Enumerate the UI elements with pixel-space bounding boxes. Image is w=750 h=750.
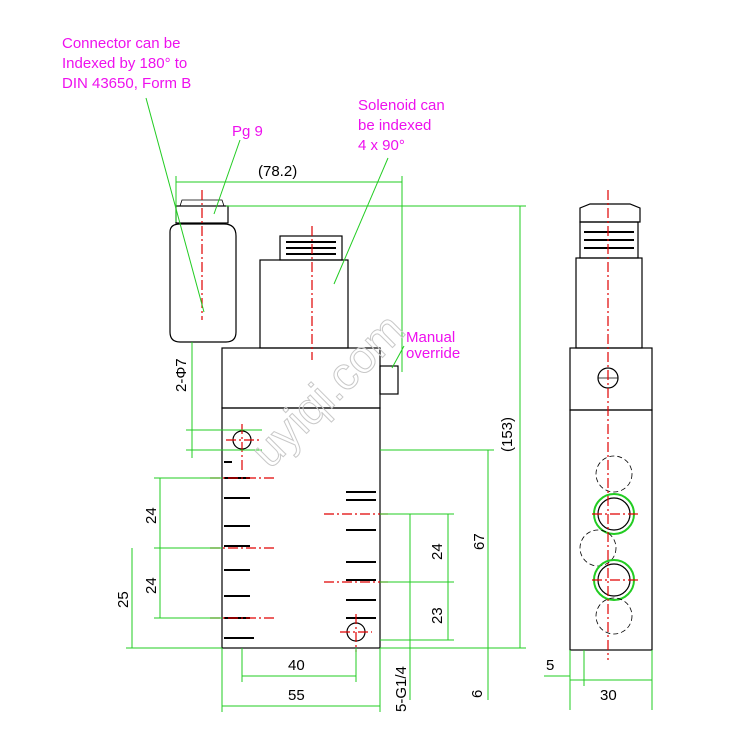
dimension-lines [126, 176, 653, 712]
side-ports [579, 455, 635, 635]
note-manual-2: override [406, 345, 460, 362]
front-view [169, 190, 399, 652]
manual-override-button [379, 365, 399, 395]
dim-side-offset: 5 [546, 657, 554, 674]
watermark: uyiqi.com [240, 303, 414, 477]
dim-height-67: 67 [471, 533, 488, 550]
dim-pitch-upper: 24 [143, 507, 160, 524]
dim-overall-width: (78.2) [258, 163, 297, 180]
valve-main-body [221, 407, 381, 649]
dim-hole-spacing: 40 [288, 657, 305, 674]
annotation-notes: Connector can be Indexed by 180° to DIN … [62, 35, 460, 362]
note-connector-2: Indexed by 180° to [62, 55, 187, 72]
side-view [569, 190, 653, 660]
dim-pitch-lower: 24 [143, 577, 160, 594]
leader-lines [145, 97, 405, 369]
note-solenoid-2: be indexed [358, 117, 431, 134]
dimension-labels: (78.2) (153) 2-Φ7 24 24 25 24 67 23 5-G1… [115, 163, 617, 712]
note-connector-1: Connector can be [62, 35, 180, 52]
side-coil [575, 257, 643, 349]
side-connector-cap [579, 203, 641, 223]
left-port-marks [224, 461, 254, 639]
note-connector-3: DIN 43650, Form B [62, 75, 191, 92]
side-top-block [569, 347, 653, 411]
front-centerlines [201, 190, 390, 652]
note-pg: Pg 9 [232, 123, 263, 140]
dim-port-spec: 5-G1/4 [393, 666, 410, 712]
dim-hole-dia: 2-Φ7 [173, 358, 190, 392]
dim-overall-height: (153) [499, 417, 516, 452]
solenoid-hatching [286, 241, 336, 255]
dim-height-23: 23 [429, 607, 446, 624]
side-main-body [569, 409, 653, 651]
side-centerlines [592, 190, 640, 660]
solenoid-coil [259, 259, 349, 349]
dim-port-pitch: 24 [429, 543, 446, 560]
dim-6: 6 [469, 690, 486, 698]
connector-body [169, 223, 237, 343]
note-solenoid-3: 4 x 90° [358, 137, 405, 154]
note-manual-1: Manual [406, 329, 455, 346]
note-solenoid-1: Solenoid can [358, 97, 445, 114]
dim-body-width: 55 [288, 687, 305, 704]
right-port-marks [346, 491, 376, 619]
side-neck-hatching [584, 231, 634, 249]
dim-left-25: 25 [115, 591, 132, 608]
dim-side-width: 30 [600, 687, 617, 704]
